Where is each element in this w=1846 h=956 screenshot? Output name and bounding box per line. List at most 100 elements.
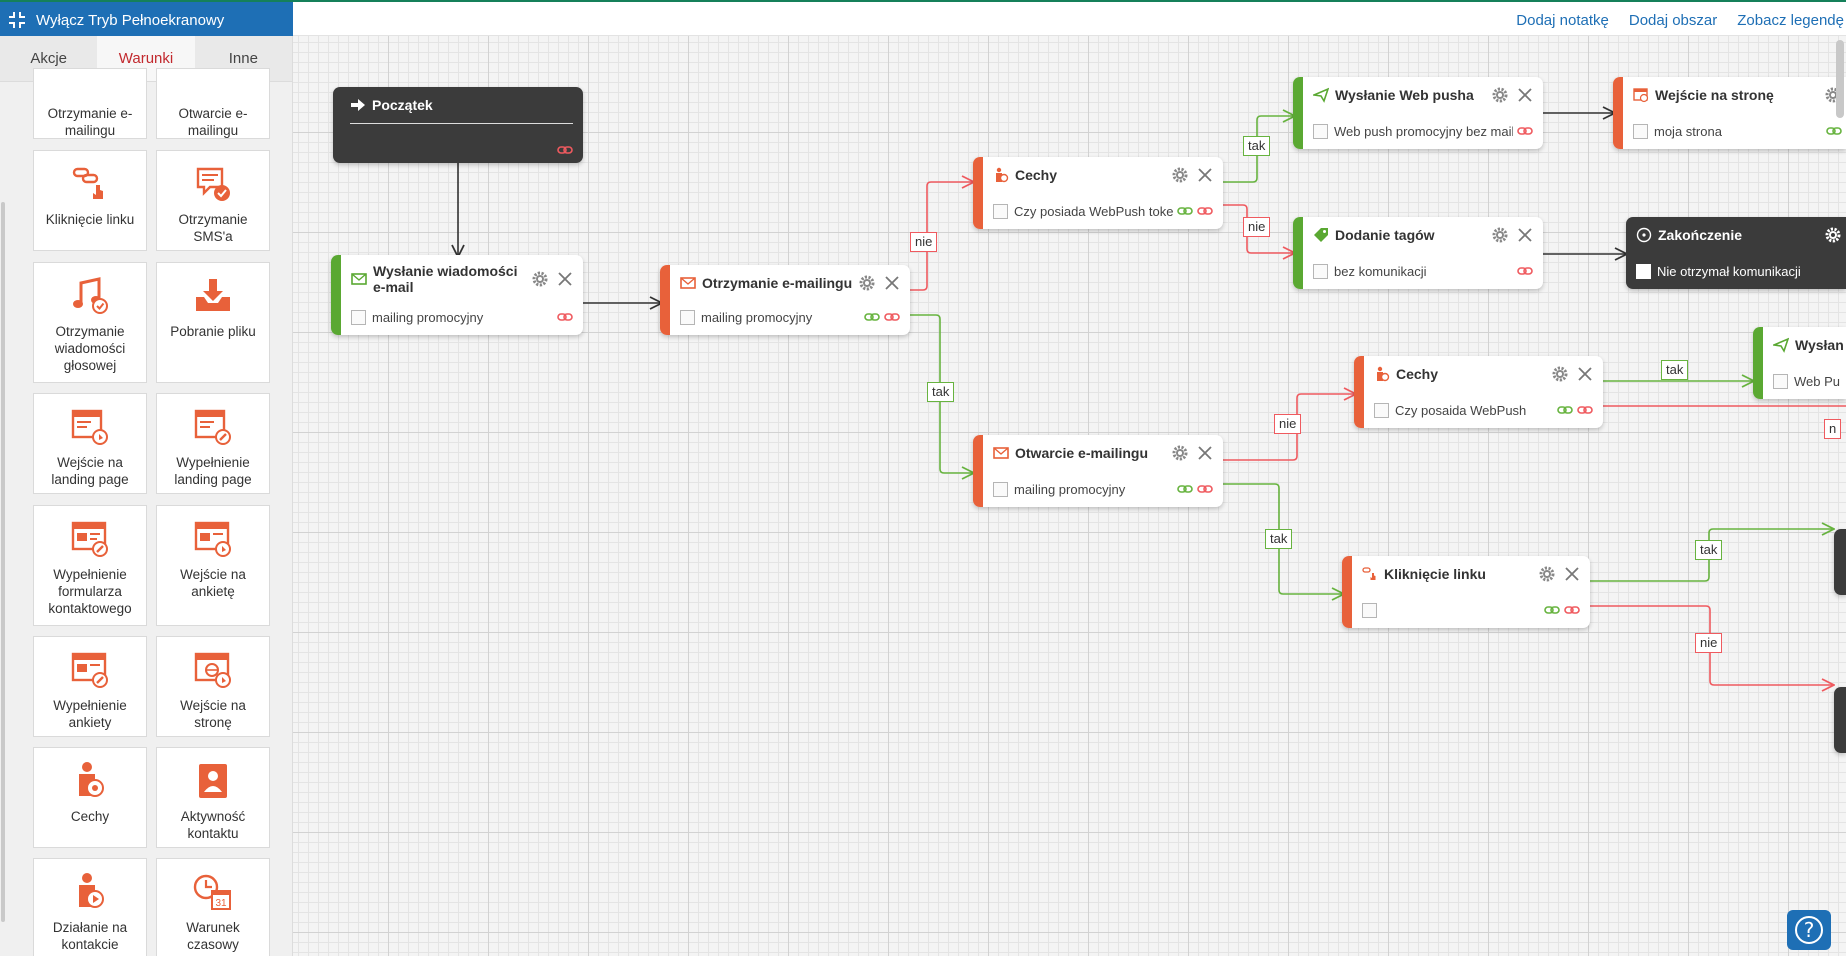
tile-klikniecie-linku[interactable]: Kliknięcie linku <box>33 150 147 251</box>
tile-aktywnosc-kontaktu[interactable]: Aktywność kontaktu <box>156 747 270 848</box>
gear-icon[interactable] <box>1171 444 1189 462</box>
landing-page-visit-icon <box>71 409 108 445</box>
node-subtitle: Czy posiada WebPush token? <box>1014 203 1173 219</box>
gear-icon[interactable] <box>1538 565 1556 583</box>
chain-link-yes-icon[interactable] <box>1177 206 1193 216</box>
tile-otrzymanie-e-mailingu[interactable]: Otrzymanie e-mailingu <box>33 68 147 139</box>
canvas-scrollbar[interactable] <box>1836 40 1844 118</box>
node-checkbox[interactable] <box>1313 263 1328 279</box>
node-end[interactable]: Zakończenie Nie otrzymał komunikacji <box>1626 217 1846 289</box>
node-open-emailing[interactable]: Otwarcie e-mailingu mailing promocyjny <box>973 435 1223 507</box>
tile-otrzymanie-wiadomosci-glosowej[interactable]: Otrzymanie wiadomości głosowej <box>33 262 147 383</box>
chain-link-no-icon[interactable] <box>1577 405 1593 415</box>
node-checkbox[interactable] <box>680 309 695 325</box>
gear-icon[interactable] <box>1171 166 1189 184</box>
node-start[interactable]: Początek <box>333 87 583 163</box>
attributes-icon <box>79 762 104 797</box>
node-send-webpush-partial[interactable]: Wysłan Web Pu <box>1753 327 1846 399</box>
chain-link-icon[interactable] <box>557 312 573 322</box>
tile-wypelnienie-formularza-kontaktowego[interactable]: Wypełnienie formularza kontaktowego <box>33 505 147 626</box>
chain-link-yes-icon[interactable] <box>1177 484 1193 494</box>
node-checkbox[interactable] <box>1773 373 1788 389</box>
add-note-link[interactable]: Dodaj notatkę <box>1516 11 1609 29</box>
sidebar-scrollbar-thumb[interactable] <box>1 202 5 922</box>
tile-label: Warunek czasowy <box>186 920 240 952</box>
tile-wejscie-na-landing-page[interactable]: Wejście na landing page <box>33 393 147 494</box>
gear-icon[interactable] <box>531 270 549 288</box>
tile-wejscie-na-ankiete[interactable]: Wejście na ankietę <box>156 505 270 626</box>
tile-label: Aktywność kontaktu <box>180 809 246 841</box>
node-add-tags[interactable]: Dodanie tagów bez komunikacji <box>1293 217 1543 289</box>
chain-link-icon[interactable] <box>1517 266 1533 276</box>
node-website-visit[interactable]: Wejście na stronę moja strona <box>1613 77 1846 149</box>
close-icon[interactable] <box>1517 87 1533 103</box>
tile-wypelnienie-ankiety[interactable]: Wypełnienie ankiety <box>33 636 147 737</box>
close-icon[interactable] <box>884 275 900 291</box>
tile-pobranie-pliku[interactable]: Pobranie pliku <box>156 262 270 383</box>
node-checkbox[interactable] <box>993 481 1008 497</box>
show-legend-link[interactable]: Zobacz legendę <box>1737 11 1844 29</box>
branch-label-no: nie <box>1274 414 1302 434</box>
node-title: Wejście na stronę <box>1655 87 1774 103</box>
website-visit-icon <box>194 652 231 688</box>
chain-link-yes-icon[interactable] <box>1557 405 1573 415</box>
close-icon[interactable] <box>1577 366 1593 382</box>
tile-dzialanie-na-kontakcie[interactable]: Działanie na kontakcie <box>33 858 147 956</box>
close-icon[interactable] <box>1197 445 1213 461</box>
chain-link-icon[interactable] <box>557 145 573 155</box>
node-checkbox[interactable] <box>351 309 366 325</box>
chain-link-yes-icon[interactable] <box>1544 605 1560 615</box>
chain-link-no-icon[interactable] <box>884 312 900 322</box>
close-icon[interactable] <box>1517 227 1533 243</box>
gear-icon[interactable] <box>1824 226 1842 244</box>
tile-wejscie-na-strone[interactable]: Wejście na stronę <box>156 636 270 737</box>
close-icon[interactable] <box>1564 566 1580 582</box>
tile-label: Kliknięcie linku <box>45 212 135 227</box>
contact-form-fill-icon <box>71 521 108 557</box>
sidebar-scrollbar[interactable] <box>0 42 6 952</box>
node-partial-edge[interactable] <box>1834 687 1846 753</box>
node-checkbox[interactable] <box>1633 123 1648 139</box>
gear-icon[interactable] <box>1491 226 1509 244</box>
chain-link-yes-icon[interactable] <box>1826 126 1842 136</box>
node-checkbox[interactable] <box>1374 402 1389 418</box>
node-partial-edge[interactable] <box>1834 529 1846 595</box>
close-icon[interactable] <box>557 271 573 287</box>
node-receive-emailing[interactable]: Otrzymanie e-mailingu mailing promocyjny <box>660 265 910 335</box>
chain-link-no-icon[interactable] <box>1197 484 1213 494</box>
node-checkbox[interactable] <box>1362 602 1377 618</box>
top-links: Dodaj notatkę Dodaj obszar Zobacz legend… <box>1516 2 1846 38</box>
node-attributes-webpush[interactable]: Cechy Czy posaida WebPush <box>1354 356 1603 428</box>
node-color-bar <box>1753 327 1763 399</box>
chain-link-yes-icon[interactable] <box>864 312 880 322</box>
chain-link-icon[interactable] <box>1517 126 1533 136</box>
workflow-canvas[interactable]: nie tak tak nie nie tak tak n tak nie Po… <box>293 36 1846 956</box>
close-icon[interactable] <box>1197 167 1213 183</box>
node-title: Otwarcie e-mailingu <box>1015 445 1149 461</box>
chain-link-no-icon[interactable] <box>1564 605 1580 615</box>
exit-fullscreen-button[interactable]: Wyłącz Tryb Pełnoekranowy <box>0 2 293 38</box>
gear-icon[interactable] <box>858 274 876 292</box>
chain-link-no-icon[interactable] <box>1197 206 1213 216</box>
node-title: Otrzymanie e-mailingu <box>702 275 853 291</box>
help-button[interactable]: ? <box>1787 910 1831 950</box>
branch-label-yes: tak <box>1243 136 1271 156</box>
tile-cechy[interactable]: Cechy <box>33 747 147 848</box>
node-checkbox[interactable] <box>1313 123 1328 139</box>
node-send-email[interactable]: Wysłanie wiadomości e-mail mailing promo… <box>331 255 583 335</box>
tile-warunek-czasowy[interactable]: 31 Warunek czasowy <box>156 858 270 956</box>
node-send-webpush[interactable]: Wysłanie Web pusha Web push promocyjny b… <box>1293 77 1543 149</box>
tile-wypelnienie-landing-page[interactable]: Wypełnienie landing page <box>156 393 270 494</box>
node-checkbox[interactable] <box>1636 263 1651 279</box>
tile-otwarcie-e-mailingu[interactable]: Otwarcie e-mailingu <box>156 68 270 139</box>
node-attributes-webpush-token[interactable]: Cechy Czy posiada WebPush token? <box>973 157 1223 229</box>
tile-otrzymanie-smsa[interactable]: Otrzymanie SMS'a <box>156 150 270 251</box>
node-link-click[interactable]: Kliknięcie linku <box>1342 556 1590 628</box>
tile-label: Wejście na landing page <box>51 455 129 487</box>
node-title: Początek <box>372 97 433 113</box>
survey-visit-icon <box>194 521 231 557</box>
add-area-link[interactable]: Dodaj obszar <box>1628 11 1718 29</box>
gear-icon[interactable] <box>1491 86 1509 104</box>
node-checkbox[interactable] <box>993 203 1008 219</box>
gear-icon[interactable] <box>1551 365 1569 383</box>
